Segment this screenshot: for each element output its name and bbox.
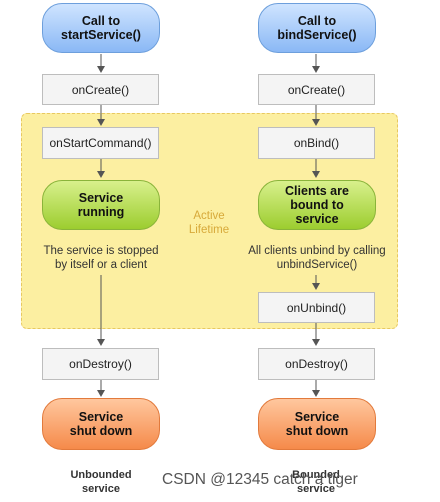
bind-service-call: Call to bindService()	[258, 3, 376, 53]
clients-bound-state: Clients are bound to service	[258, 180, 376, 230]
watermark-text: CSDN @12345 catch a tiger	[162, 471, 358, 488]
on-start-command: onStartCommand()	[42, 127, 159, 159]
bounded-service-caption: Bounded service	[292, 469, 340, 495]
start-service-call: Call to startService()	[42, 3, 160, 53]
service-running-state: Service running	[42, 180, 160, 230]
active-lifetime-label: Active Lifetime	[188, 210, 230, 236]
unbounded-service-caption: Unbounded service	[70, 469, 132, 495]
left-on-create: onCreate()	[42, 74, 159, 105]
on-unbind: onUnbind()	[258, 292, 375, 323]
left-on-destroy: onDestroy()	[42, 348, 159, 380]
right-unbind-note: All clients unbind by calling unbindServ…	[248, 245, 386, 271]
on-bind: onBind()	[258, 127, 375, 159]
left-service-shutdown: Service shut down	[42, 398, 160, 450]
right-on-create: onCreate()	[258, 74, 375, 105]
left-stop-note: The service is stopped by itself or a cl…	[43, 245, 159, 271]
right-service-shutdown: Service shut down	[258, 398, 376, 450]
right-on-destroy: onDestroy()	[258, 348, 375, 380]
